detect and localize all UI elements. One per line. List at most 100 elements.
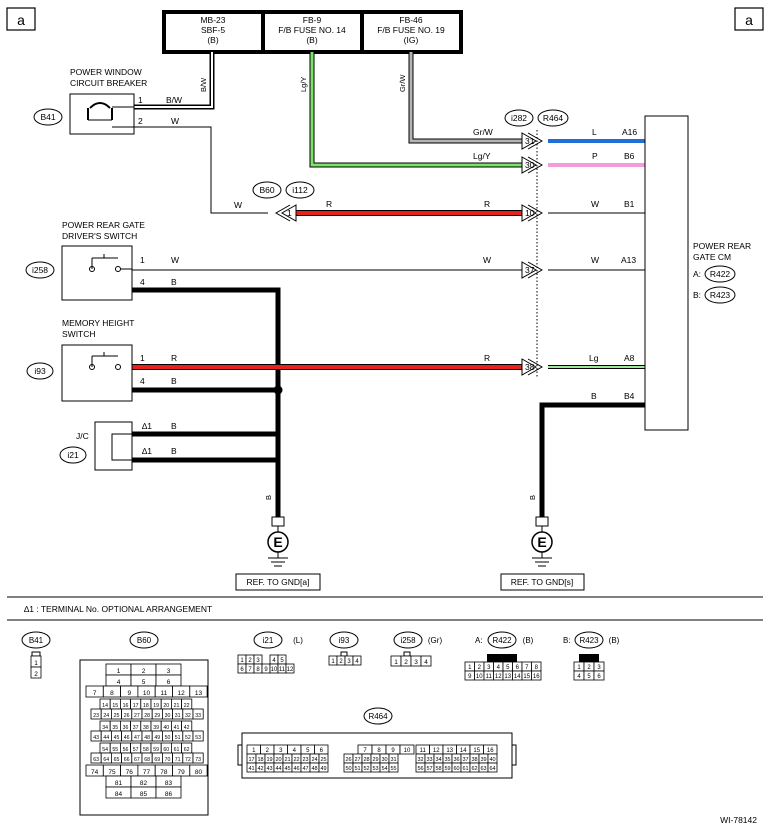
svg-text:SWITCH: SWITCH [62,329,96,339]
svg-text:55: 55 [112,747,118,753]
fuse-mb23-l1: MB-23 [200,15,225,25]
svg-text:R423: R423 [710,290,731,300]
svg-text:POWER REAR: POWER REAR [693,241,751,251]
svg-text:61: 61 [174,747,180,753]
svg-text:13: 13 [446,748,453,754]
fuse-mb23-l3: (B) [207,35,219,45]
svg-text:49: 49 [320,766,326,772]
svg-text:76: 76 [126,769,134,776]
page-label-right: a [745,12,753,28]
svg-text:1: 1 [117,668,121,675]
svg-text:12: 12 [178,690,186,697]
svg-text:35: 35 [112,725,118,731]
svg-text:1: 1 [34,660,38,667]
label-b-driver: B [171,277,177,287]
svg-text:41: 41 [248,766,254,772]
svg-text:57: 57 [426,766,432,772]
label-r-2: R [484,199,490,209]
svg-text:62: 62 [471,766,477,772]
svg-text:3: 3 [256,658,260,664]
svg-text:64: 64 [103,757,109,763]
label-p: P [592,151,598,161]
svg-text:54: 54 [381,766,387,772]
pin-b1: B1 [624,199,635,209]
svg-text:15: 15 [112,703,118,709]
wire-bw [134,52,215,110]
svg-text:52: 52 [363,766,369,772]
svg-text:3: 3 [487,665,491,671]
svg-text:1: 1 [468,665,472,671]
page-label-left: a [17,12,25,28]
label-bw-vertical: B/W [199,77,208,92]
label-b-ground-right: B [528,495,537,500]
svg-text:40: 40 [163,725,169,731]
svg-text:36: 36 [123,725,129,731]
svg-text:6: 6 [516,665,520,671]
svg-text:32: 32 [417,757,423,763]
svg-text:66: 66 [124,757,130,763]
svg-text:2: 2 [339,659,343,665]
svg-text:24: 24 [103,713,109,719]
svg-text:53: 53 [372,766,378,772]
svg-text:39: 39 [480,757,486,763]
svg-text:82: 82 [140,780,148,787]
label-grw-horizontal: Gr/W [473,127,493,137]
svg-text:36: 36 [453,757,459,763]
component-breaker: POWER WINDOW CIRCUIT BREAKER 1 2 [69,67,147,135]
svg-text:POWER REAR GATE: POWER REAR GATE [62,220,145,230]
svg-text:9: 9 [127,690,131,697]
pin-b6: B6 [624,151,635,161]
fuse-fb46-l3: (IG) [404,35,419,45]
svg-text:21: 21 [284,757,290,763]
svg-text:7: 7 [93,690,97,697]
fuse-fb9-l1: FB-9 [303,15,322,25]
svg-text:12: 12 [433,748,440,754]
svg-text:4: 4 [355,659,359,665]
svg-text:83: 83 [165,780,173,787]
svg-text:14: 14 [514,674,521,680]
ref-gnd-s-box [500,573,585,591]
svg-text:2: 2 [266,748,270,754]
svg-text:53: 53 [195,735,201,741]
svg-text:R423: R423 [579,636,599,645]
svg-text:46: 46 [124,735,130,741]
r464-pin-38: 38 [521,358,544,376]
svg-text:81: 81 [115,780,123,787]
svg-text:43: 43 [93,735,99,741]
svg-text:4: 4 [293,748,297,754]
svg-text:46: 46 [293,766,299,772]
svg-text:5: 5 [142,679,146,686]
svg-text:30: 30 [165,713,171,719]
svg-text:49: 49 [154,735,160,741]
svg-text:2: 2 [34,671,38,678]
page-label-box-right [734,7,764,31]
svg-text:9: 9 [264,667,268,673]
r464-pin-30: 30 [521,156,544,174]
svg-text:73: 73 [195,757,201,763]
svg-text:31: 31 [390,757,396,763]
svg-text:26: 26 [345,757,351,763]
svg-text:8: 8 [377,748,381,754]
svg-text:3: 3 [347,659,351,665]
svg-text:2: 2 [478,665,482,671]
svg-text:60: 60 [163,747,169,753]
svg-text:POWER WINDOW: POWER WINDOW [70,67,142,77]
svg-text:2: 2 [404,659,408,666]
svg-text:B60: B60 [137,636,152,645]
svg-text:79: 79 [178,769,186,776]
svg-text:13: 13 [195,690,203,697]
svg-text:1: 1 [577,665,581,671]
svg-text:4: 4 [140,376,145,386]
conn-i258: i258 [32,265,48,275]
svg-text:77: 77 [143,769,151,776]
svg-text:14: 14 [460,748,467,754]
svg-text:44: 44 [103,735,109,741]
label-b-right: B [591,391,597,401]
svg-text:56: 56 [123,747,129,753]
svg-text:37: 37 [525,265,535,275]
label-grw-vertical: Gr/W [398,74,407,92]
svg-text:1: 1 [138,95,143,105]
svg-text:42: 42 [184,725,190,731]
conn-oval-i21 [59,446,87,464]
